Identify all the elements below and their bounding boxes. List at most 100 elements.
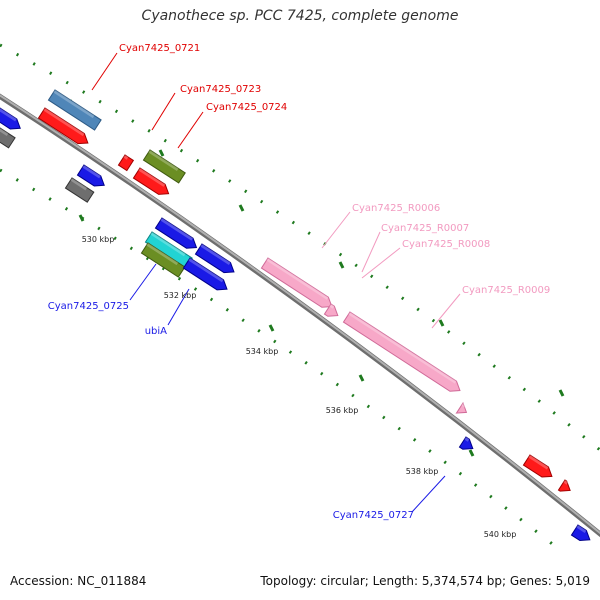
label-cyan7425_0723: Cyan7425_0723: [180, 84, 261, 95]
feature-small-blue-shine: [82, 165, 101, 179]
feature-cyan7425-0722-shine: [43, 108, 85, 137]
feature-cyan7425-0725-cyan-shine: [150, 232, 186, 257]
feature-right-red-shine: [528, 455, 549, 470]
feature-cyan7425-r0007-shine: [329, 304, 335, 309]
feature-small-gray-shine: [70, 178, 88, 191]
feature-cyan7425-0725-olive: [140, 242, 186, 278]
tick-label-5: 538 kbp: [406, 467, 439, 476]
feature-right-red: [522, 454, 553, 478]
feature-ubia-shine: [188, 258, 224, 283]
tick-label-1: 530 kbp: [82, 235, 115, 244]
map-title: Cyanothece sp. PCC 7425, complete genome: [141, 8, 459, 24]
feature-right-blue-shine: [576, 525, 587, 533]
guide-dash-3: [238, 204, 245, 212]
feature-cyan7425-0721-body: [47, 89, 102, 131]
feature-cyan7425-r0006: [260, 257, 333, 308]
leader-line-6: [361, 247, 401, 279]
feature-cyan7425-r0006-shine: [266, 258, 329, 300]
feature-cyan7425-0721: [47, 89, 102, 131]
leader-line-5: [361, 231, 381, 273]
tick-label-2: 532 kbp: [164, 291, 197, 300]
feature-left-gray-body: [0, 127, 16, 149]
feature-small-blue-body: [76, 164, 105, 187]
leader-line-3: [177, 111, 204, 149]
feature-cyan7425-r0008-shine: [461, 403, 467, 408]
feature-small-blue: [76, 164, 105, 187]
feature-small-gray: [64, 177, 95, 203]
guide-dash-11: [468, 449, 475, 457]
feature-small-gray-body: [64, 177, 95, 203]
feature-left-blue-body: [0, 107, 21, 130]
label-ubia: ubiA: [145, 326, 167, 337]
dotted-guide-1: [0, 43, 600, 452]
leader-line-1: [91, 52, 118, 91]
leader-line-9: [167, 288, 190, 326]
feature-cyan7425-0722-body: [37, 107, 89, 145]
dotted-guide-2: [0, 168, 561, 552]
leader-line-7: [431, 293, 461, 329]
feature-cyan7425-0724-shine: [148, 150, 179, 172]
label-cyan7425_r0006: Cyan7425_R0006: [352, 203, 440, 214]
tick-label-4: 536 kbp: [326, 406, 359, 415]
feature-right-red-small-shine: [563, 480, 569, 485]
backbone-highlight: [0, 94, 600, 535]
feature-cyan7425-0724b: [132, 167, 170, 195]
genome-backbone: [0, 93, 600, 538]
guide-dash-7: [78, 214, 85, 222]
feature-cyan7425-r0009: [342, 311, 461, 392]
feature-left-gray-shine: [0, 127, 9, 136]
feature-right-red-body: [522, 454, 553, 478]
feature-cyan7425-r0008-body: [455, 401, 468, 414]
guide-dash-4: [338, 261, 345, 269]
leader-line-2: [151, 92, 176, 131]
feature-cyan7425-0727-shine: [464, 437, 470, 442]
feature-ubia-body: [182, 257, 228, 291]
leader-line-10: [411, 475, 446, 513]
feature-upper-blue-body: [154, 217, 198, 249]
tick-label-6: 540 kbp: [484, 530, 517, 539]
leader-line-8: [129, 263, 157, 301]
guide-dash-2: [158, 149, 165, 157]
label-cyan7425_0727: Cyan7425_0727: [333, 510, 414, 521]
feature-right-red-small-body: [557, 479, 571, 492]
feature-cyan7425-0727-body: [458, 436, 474, 450]
label-leaders: [91, 52, 461, 513]
guide-dash-5: [438, 319, 445, 327]
feature-right-red-small: [557, 479, 571, 492]
label-cyan7425_0725: Cyan7425_0725: [48, 301, 129, 312]
feature-labels: Cyan7425_0721Cyan7425_0723Cyan7425_0724C…: [48, 43, 550, 521]
feature-ubia-blue-shine: [200, 244, 231, 266]
label-cyan7425_0721: Cyan7425_0721: [119, 43, 200, 54]
feature-cyan7425-0722: [37, 107, 89, 145]
accession-text: Accession: NC_011884: [10, 574, 147, 588]
feature-upper-blue: [154, 217, 198, 249]
feature-cyan7425-0723-body: [117, 154, 135, 172]
feature-cyan7425-0723: [117, 154, 135, 172]
tick-label-3: 534 kbp: [246, 347, 279, 356]
feature-cyan7425-0725-olive-body: [140, 242, 186, 278]
feature-left-gray: [0, 127, 16, 149]
feature-cyan7425-r0007-body: [323, 303, 339, 317]
feature-right-blue-body: [570, 524, 591, 542]
feature-cyan7425-0721-shine: [53, 90, 95, 119]
guide-dash-6: [558, 389, 565, 397]
label-cyan7425_r0008: Cyan7425_R0008: [402, 239, 490, 250]
guide-dash-9: [268, 324, 275, 332]
tick-labels: 530 kbp 532 kbp 534 kbp 536 kbp 538 kbp 540 k…: [82, 235, 517, 539]
feature-left-blue-shine: [0, 108, 17, 122]
features: [0, 89, 591, 542]
feature-cyan7425-0723-shine: [123, 155, 129, 160]
feature-cyan7425-0727: [458, 436, 474, 450]
topology-text: Topology: circular; Length: 5,374,574 bp…: [260, 574, 590, 588]
guide-dash-10: [358, 374, 365, 382]
feature-cyan7425-0725-olive-shine: [146, 243, 179, 266]
feature-cyan7425-r0009-shine: [348, 312, 457, 384]
label-cyan7425_r0007: Cyan7425_R0007: [381, 223, 469, 234]
feature-cyan7425-0724-body: [142, 149, 186, 184]
feature-cyan7425-0724: [142, 149, 186, 184]
feature-ubia-blue: [194, 243, 235, 274]
feature-left-blue: [0, 107, 21, 130]
feature-upper-blue-shine: [160, 218, 194, 241]
feature-cyan7425-0724b-shine: [138, 168, 166, 187]
